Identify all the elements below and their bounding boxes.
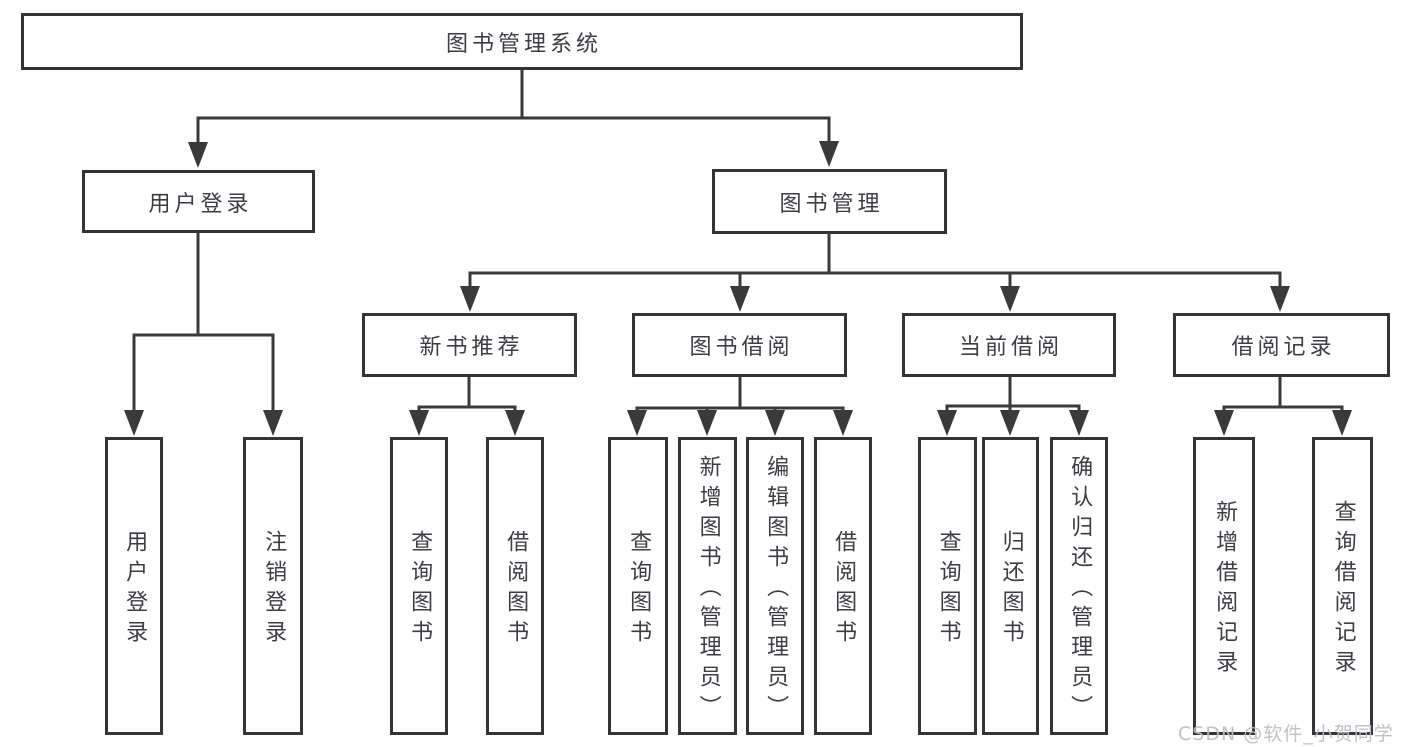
node-label: 图书管理系统 [445,31,602,57]
leaf-query-borrow-record: 查询借阅记录 [1312,437,1373,735]
connector-root [196,68,831,148]
leaf-label: 查询图书 [935,530,961,650]
leaf-add-borrow-record: 新增借阅记录 [1193,437,1255,735]
leaf-borrow-books-recommend: 借阅图书 [486,437,544,735]
leaf-user-login: 用户登录 [105,437,163,735]
leaf-label: 归还图书 [998,530,1024,650]
connector-user-login [132,231,275,414]
node-label: 图书管理 [779,191,884,217]
leaf-label: 编辑图书（管理员） [763,455,789,725]
leaf-return-books: 归还图书 [982,437,1039,735]
connector-new-book-recommend [417,375,517,415]
node-label: 图书借阅 [689,335,794,360]
node-book-borrowing: 图书借阅 [632,313,847,377]
leaf-edit-books-admin: 编辑图书（管理员） [746,437,804,735]
node-user-login: 用户登录 [82,170,315,233]
leaf-label: 注销登录 [261,530,287,650]
leaf-confirm-return-admin: 确认归还（管理员） [1050,437,1108,735]
leaf-label: 查询图书 [626,530,652,650]
leaf-label: 用户登录 [122,530,148,650]
leaf-label: 新增借阅记录 [1212,500,1238,680]
leaf-query-books-current: 查询图书 [918,437,977,735]
node-current-borrowing: 当前借阅 [902,313,1116,377]
leaf-query-books-borrowing: 查询图书 [608,437,668,735]
node-label: 借阅记录 [1231,335,1336,360]
connector-borrowing-records [1222,375,1344,415]
node-label: 当前借阅 [958,335,1063,360]
leaf-borrow-books-borrowing: 借阅图书 [814,437,872,735]
connector-book-management [468,232,1282,292]
connector-current-borrowing [945,375,1081,415]
leaf-label: 新增图书（管理员） [695,455,721,725]
node-library-management-system: 图书管理系统 [21,13,1023,70]
node-label: 用户登录 [148,191,253,217]
leaf-label: 确认归还（管理员） [1067,455,1093,725]
leaf-label: 查询图书 [407,530,433,650]
leaf-label: 借阅图书 [503,530,529,650]
leaf-logout-login: 注销登录 [243,437,303,735]
node-new-book-recommend: 新书推荐 [362,313,577,377]
node-label: 新书推荐 [419,335,524,360]
leaf-label: 借阅图书 [831,530,857,650]
node-borrowing-records: 借阅记录 [1173,313,1390,377]
leaf-label: 查询借阅记录 [1330,500,1356,680]
node-book-management: 图书管理 [712,169,947,234]
csdn-watermark: CSDN @软件_小贺同学 [1178,723,1394,745]
connector-book-borrowing [635,375,845,415]
leaf-query-books-recommend: 查询图书 [390,437,448,735]
leaf-add-books-admin: 新增图书（管理员） [678,437,737,735]
arrowheads [124,141,1352,436]
